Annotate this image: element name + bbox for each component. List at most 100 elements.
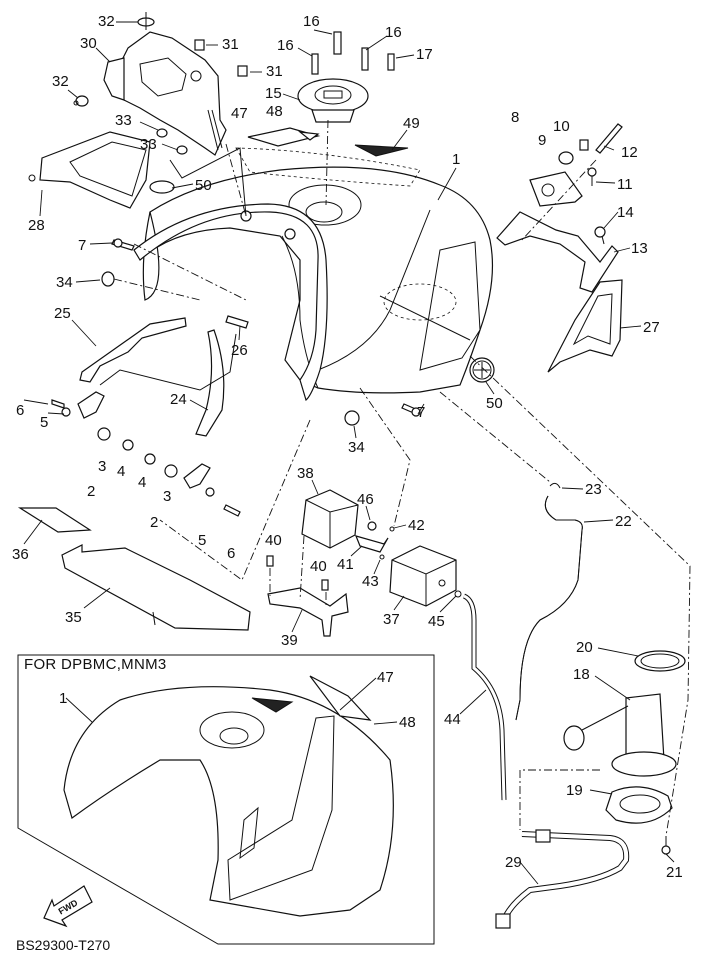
inset-panel (17, 654, 435, 945)
part-37-canister (389, 545, 457, 607)
callout-29: 29 (505, 854, 522, 871)
part-21-bolt (661, 836, 671, 855)
part-44-hose (462, 593, 507, 801)
part-8-bracket (529, 171, 583, 207)
part-27-side-cover-right (547, 279, 623, 373)
callout-1: 1 (452, 151, 461, 168)
part-35-pad (61, 544, 251, 631)
part-16-17-bolts (311, 31, 395, 75)
callout-5: 5 (40, 414, 49, 431)
part-40-bolts (266, 555, 329, 591)
callout-38: 38 (297, 465, 314, 482)
callout-17: 17 (416, 46, 433, 63)
part-47-48-decals (247, 127, 321, 147)
callout-34: 34 (348, 439, 365, 456)
callout-8: 8 (511, 109, 520, 126)
callout-4: 4 (138, 474, 147, 491)
callout-15: 15 (265, 85, 282, 102)
part-50-o-ring-left (149, 180, 175, 194)
callout-31: 31 (266, 63, 283, 80)
part-22-hose (515, 495, 583, 721)
fwd-arrow-icon (43, 885, 93, 928)
part-9-damper (558, 151, 574, 165)
callout-20: 20 (576, 639, 593, 656)
callout-31: 31 (222, 36, 239, 53)
callout-24: 24 (170, 391, 187, 408)
callout-9: 9 (538, 132, 547, 149)
part-19-plate (605, 786, 673, 824)
callout-16: 16 (385, 24, 402, 41)
part-23-clip (549, 482, 561, 489)
callout-14: 14 (617, 204, 634, 221)
callout-47: 47 (377, 669, 394, 686)
callout-36: 36 (12, 546, 29, 563)
part-14-bolt (594, 226, 606, 245)
part-50-emblem-right (469, 357, 495, 383)
callout-50: 50 (195, 177, 212, 194)
callout-35: 35 (65, 609, 82, 626)
callout-30: 30 (80, 35, 97, 52)
callout-27: 27 (643, 319, 660, 336)
callout-26: 26 (231, 342, 248, 359)
callout-32: 32 (98, 13, 115, 30)
part-32-screw-top (137, 12, 155, 30)
part-25-rail (79, 317, 187, 383)
callout-47: 47 (231, 105, 248, 122)
callout-3: 3 (98, 458, 107, 475)
part-33-grommets (156, 128, 188, 155)
part-28-side-cover (28, 131, 151, 209)
part-13-stay (496, 211, 619, 293)
callout-33: 33 (115, 112, 132, 129)
callout-37: 37 (383, 611, 400, 628)
part-39-bracket (267, 587, 349, 637)
callout-23: 23 (585, 481, 602, 498)
callout-50: 50 (486, 395, 503, 412)
callout-44: 44 (444, 711, 461, 728)
part-11-screw (587, 167, 597, 186)
callout-13: 13 (631, 240, 648, 257)
callout-6: 6 (16, 402, 25, 419)
callout-43: 43 (362, 573, 379, 590)
callout-40: 40 (265, 532, 282, 549)
callout-25: 25 (54, 305, 71, 322)
callout-16: 16 (277, 37, 294, 54)
callout-46: 46 (357, 491, 374, 508)
part-20-gasket (634, 650, 686, 672)
callout-4: 4 (117, 463, 126, 480)
callout-48: 48 (266, 103, 283, 120)
part-46-41-42-43-fittings (354, 521, 395, 560)
callout-40: 40 (310, 558, 327, 575)
part-7-bolt-left (111, 238, 135, 251)
callout-11: 11 (617, 176, 633, 193)
callout-49: 49 (403, 115, 420, 132)
part-34-grommet-left (101, 271, 115, 287)
callout-45: 45 (428, 613, 445, 630)
part-2-6-mount-left (51, 391, 134, 451)
callout-5: 5 (198, 532, 207, 549)
callout-2: 2 (150, 514, 159, 531)
callout-19: 19 (566, 782, 583, 799)
part-31-nuts (194, 39, 248, 77)
callout-22: 22 (615, 513, 632, 530)
callout-21: 21 (666, 864, 683, 881)
part-34-grommet-right (344, 410, 360, 426)
callout-1: 1 (59, 690, 68, 707)
part-24-rail (195, 329, 225, 437)
callout-3: 3 (163, 488, 172, 505)
callout-12: 12 (621, 144, 638, 161)
callout-16: 16 (303, 13, 320, 30)
callout-2: 2 (87, 483, 96, 500)
part-12-bolt (595, 123, 623, 154)
part-38-canister (301, 489, 359, 549)
callout-34: 34 (56, 274, 73, 291)
part-15-filler-cap-assembly (297, 78, 369, 123)
callout-28: 28 (28, 217, 45, 234)
part-49-emblem (354, 144, 409, 157)
callout-7: 7 (417, 404, 426, 421)
assembly-lines (99, 119, 691, 837)
part-18-fuel-pump (563, 693, 677, 777)
part-45-clamp (454, 590, 462, 598)
part-30-meter-cover (103, 31, 227, 156)
